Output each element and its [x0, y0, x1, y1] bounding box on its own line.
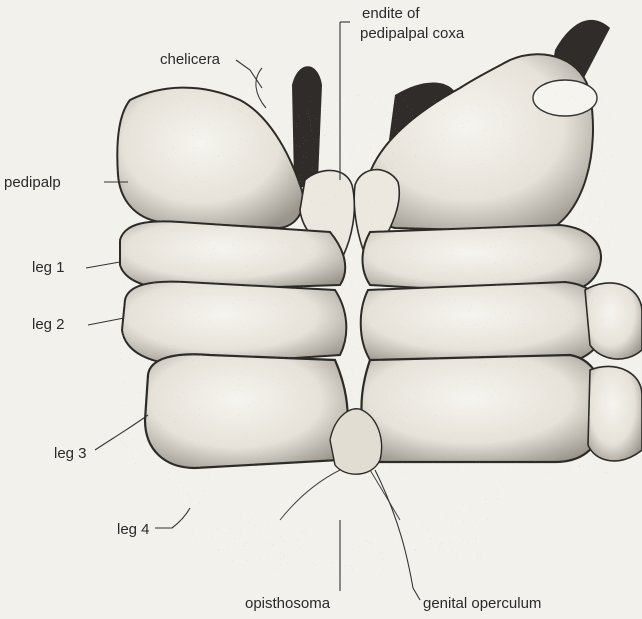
- label-opisthosoma: opisthosoma: [245, 596, 330, 611]
- label-endite: endite of: [362, 6, 420, 21]
- label-leg2: leg 2: [32, 317, 65, 332]
- stipple-shading: [115, 95, 615, 575]
- label-leg3: leg 3: [54, 446, 87, 461]
- label-leg4: leg 4: [117, 522, 150, 537]
- opisthosoma-outline: [280, 470, 400, 520]
- label-leg1: leg 1: [32, 260, 65, 275]
- label-genital-operculum: genital operculum: [423, 596, 541, 611]
- label-pedipalp: pedipalp: [4, 175, 61, 190]
- label-endite-line2: pedipalpal coxa: [360, 26, 464, 41]
- label-chelicera: chelicera: [160, 52, 220, 67]
